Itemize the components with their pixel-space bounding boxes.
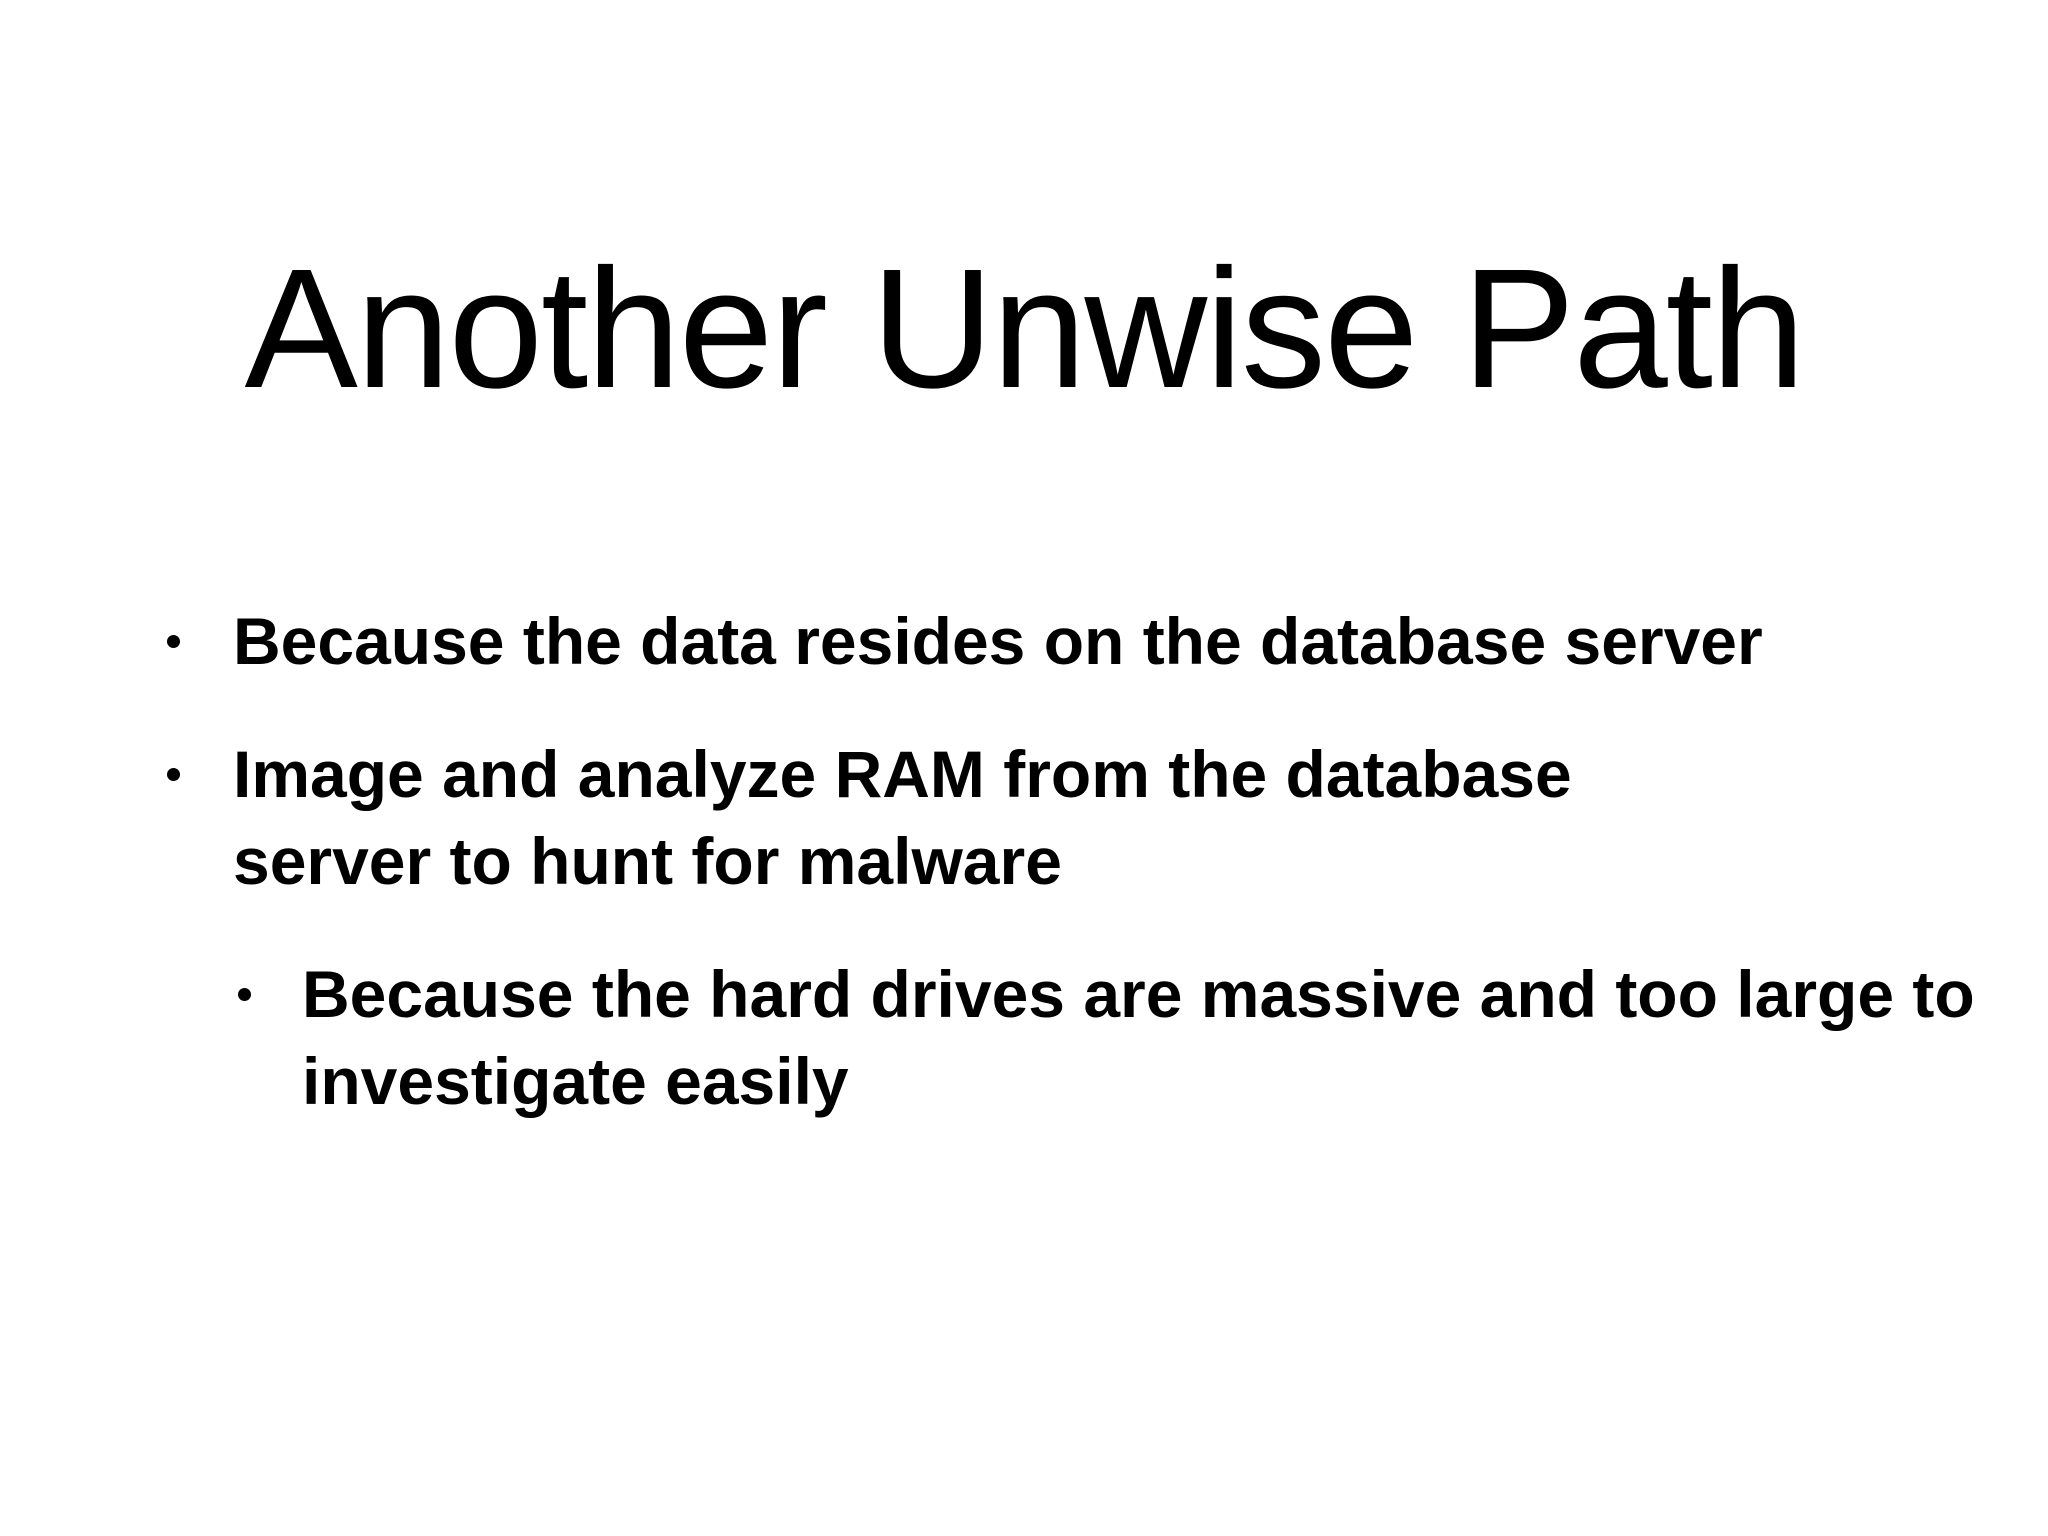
slide-title: Another Unwise Path — [244, 233, 1806, 424]
sub-bullet-text: Because the hard drives are massive and … — [302, 957, 1975, 1118]
bullet-item: Because the data resides on the database… — [167, 598, 1988, 685]
sub-bullet-item: Because the hard drives are massive and … — [238, 951, 1988, 1125]
bullet-text: Image and analyze RAM from the database … — [233, 737, 1572, 898]
bullet-marker-icon — [238, 988, 251, 1001]
bullet-list: Because the data resides on the database… — [167, 598, 1988, 1171]
bullet-marker-icon — [167, 768, 180, 781]
bullet-text: Because the data resides on the database… — [233, 604, 1763, 678]
bullet-marker-icon — [167, 635, 180, 648]
bullet-item: Image and analyze RAM from the database … — [167, 731, 1988, 905]
